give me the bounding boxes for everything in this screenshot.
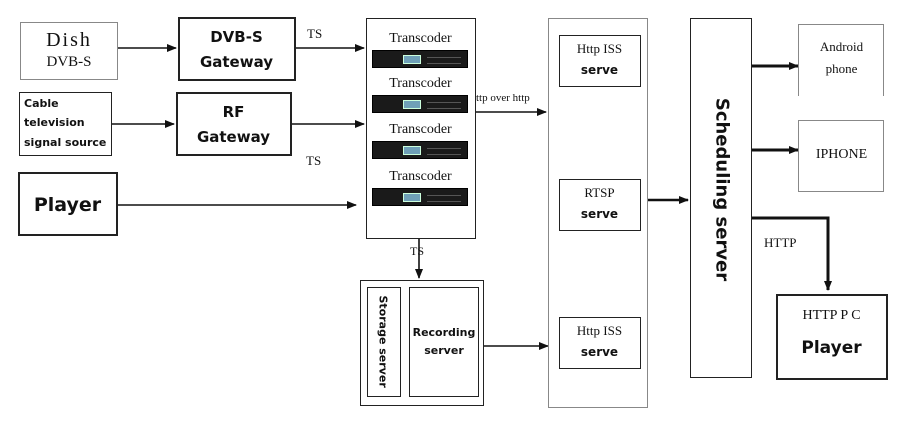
transcoder-label-1: Transcoder (389, 31, 452, 46)
serve-column-box: Http ISS serve RTSP serve Http ISS serve (548, 18, 648, 408)
pc-player-line2: Player (801, 338, 862, 358)
storage-group-box: Storage server Recording server (360, 280, 484, 406)
dvbs-gateway-box: DVB-S Gateway (178, 17, 296, 81)
android-line2: phone (825, 61, 858, 76)
transcoder-device-icon (372, 50, 468, 68)
rf-gateway-line1: RF (222, 103, 245, 121)
arrow-scheduling-to-pc-player (752, 216, 832, 291)
pc-player-line1: HTTP P C (802, 308, 861, 323)
rtsp-line2: serve (580, 207, 619, 221)
storage-server-label: Storage server (376, 295, 390, 388)
recording-label-line1: Recording (412, 326, 476, 339)
http-iss-top-line2: serve (580, 63, 619, 77)
rtsp-line1: RTSP (584, 185, 615, 200)
scheduling-server-box: Scheduling server (690, 18, 752, 378)
recording-server-box: Recording server (409, 287, 479, 397)
transcoder-device-icon (372, 188, 468, 206)
pc-player-box: HTTP P C Player (776, 294, 888, 380)
dvbs-label: DVB-S (46, 54, 92, 70)
iphone-label: IPHONE (815, 147, 868, 162)
transcoder-label-4: Transcoder (389, 169, 452, 184)
http-iss-bottom-line1: Http ISS (576, 323, 623, 338)
android-line1: Android (819, 39, 864, 54)
android-phone-box: Android phone (798, 24, 884, 96)
http-iss-top-line1: Http ISS (576, 41, 623, 56)
http-over-http-label: ttp over http (476, 92, 530, 104)
rf-gateway-box: RF Gateway (176, 92, 292, 156)
recording-label-line2: server (424, 344, 464, 357)
ts-label-down: TS (410, 244, 425, 258)
cable-source-box: Cable television signal source (19, 92, 112, 156)
http-iss-serve-top-box: Http ISS serve (559, 35, 641, 87)
transcoder-device-icon (372, 95, 468, 113)
ts-label-top: TS (307, 26, 323, 41)
dish-source-box: Dish DVB-S (20, 22, 118, 80)
player-label: Player (33, 194, 102, 216)
cable-label-line2: television (24, 116, 85, 129)
dish-label: Dish (46, 29, 92, 51)
rf-gateway-line2: Gateway (196, 128, 271, 146)
transcoder-device-icon (372, 141, 468, 159)
transcoder-label-3: Transcoder (389, 122, 452, 137)
http-iss-serve-bottom-box: Http ISS serve (559, 317, 641, 369)
dvbs-gateway-line2: Gateway (199, 53, 274, 71)
iphone-box: IPHONE (798, 120, 884, 192)
http-iss-bottom-line2: serve (580, 345, 619, 359)
transcoder-stack-box: Transcoder Transcoder Transcoder Transco… (366, 18, 476, 239)
cable-label-line1: Cable (24, 97, 59, 110)
ts-label-mid: TS (306, 153, 322, 168)
dvbs-gateway-line1: DVB-S (210, 28, 263, 46)
scheduling-server-label: Scheduling server (711, 97, 733, 282)
rtsp-serve-box: RTSP serve (559, 179, 641, 231)
storage-server-box: Storage server (367, 287, 401, 397)
player-source-box: Player (18, 172, 118, 236)
transcoder-label-2: Transcoder (389, 76, 452, 91)
cable-label-line3: signal source (24, 136, 107, 149)
http-label: HTTP (764, 235, 797, 250)
